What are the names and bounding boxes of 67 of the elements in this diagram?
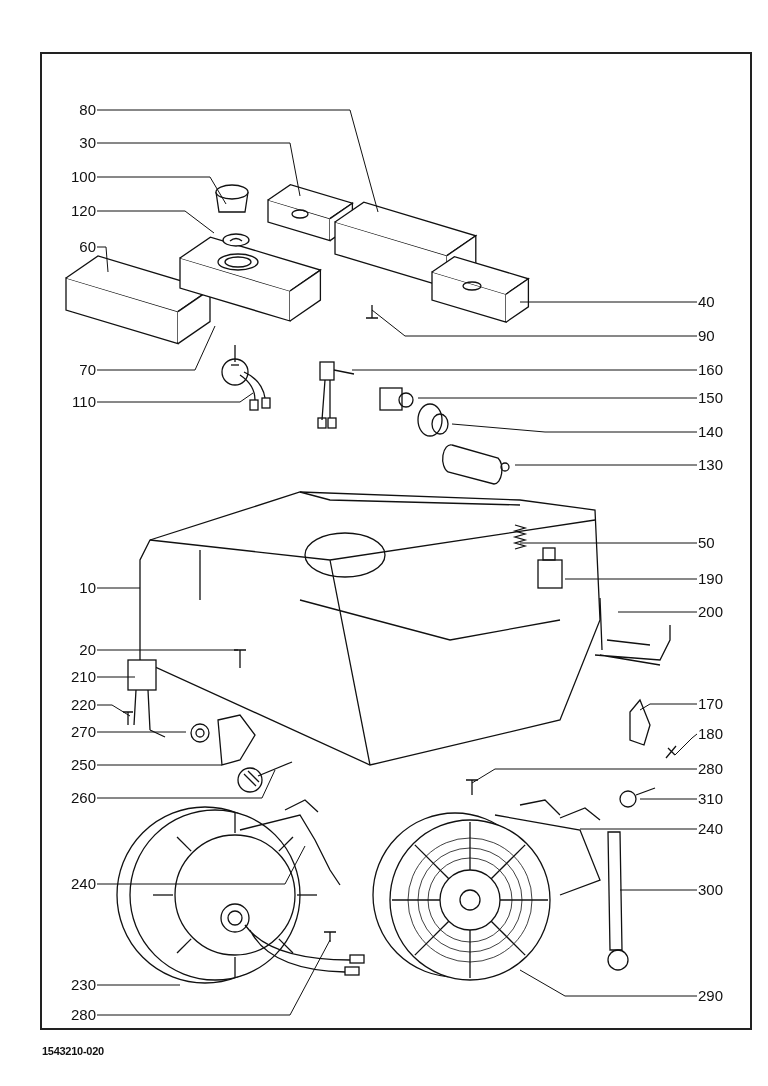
callout-number: 250 bbox=[70, 756, 96, 774]
leader-line bbox=[579, 828, 698, 830]
leader-line bbox=[674, 733, 698, 756]
callout-number: 60 bbox=[79, 238, 96, 256]
leader-line bbox=[96, 325, 216, 371]
callout-number: 110 bbox=[72, 393, 96, 411]
leader-line bbox=[96, 704, 131, 717]
callout-number: 270 bbox=[70, 723, 96, 741]
leader-line bbox=[371, 309, 698, 337]
leader-line bbox=[519, 969, 698, 997]
leader-line bbox=[451, 423, 698, 433]
callout-number: 150 bbox=[698, 389, 724, 407]
leader-line bbox=[519, 542, 698, 544]
drawing-number: 1543210-020 bbox=[42, 1044, 104, 1059]
leader-line bbox=[639, 798, 698, 800]
callout-number: 140 bbox=[698, 423, 724, 441]
callout-number: 180 bbox=[698, 725, 724, 743]
leader-line bbox=[96, 587, 141, 589]
callout-number: 30 bbox=[79, 134, 96, 152]
leader-line bbox=[96, 392, 254, 403]
leader-line bbox=[639, 703, 698, 711]
leader-line bbox=[519, 301, 698, 303]
callout-number: 280 bbox=[70, 1006, 96, 1024]
callout-number: 200 bbox=[698, 603, 724, 621]
callout-number: 70 bbox=[79, 361, 96, 379]
callout-number: 130 bbox=[698, 456, 724, 474]
leader-line bbox=[96, 845, 306, 885]
leader-line bbox=[564, 578, 698, 580]
callout-number: 40 bbox=[698, 293, 715, 311]
leader-line bbox=[619, 889, 698, 891]
leader-line bbox=[96, 210, 215, 234]
leader-line bbox=[471, 768, 698, 784]
leader-line bbox=[96, 984, 181, 986]
callout-number: 230 bbox=[70, 976, 96, 994]
callout-number: 20 bbox=[79, 641, 96, 659]
leader-line bbox=[96, 109, 379, 213]
leader-line bbox=[96, 142, 301, 197]
callout-number: 120 bbox=[70, 202, 96, 220]
callout-number: 80 bbox=[79, 101, 96, 119]
callout-number: 310 bbox=[698, 790, 724, 808]
callout-number: 290 bbox=[698, 987, 724, 1005]
callout-number: 260 bbox=[70, 789, 96, 807]
leader-line bbox=[96, 649, 239, 651]
leader-line bbox=[96, 764, 223, 766]
leader-line bbox=[96, 246, 109, 273]
callout-number: 50 bbox=[698, 534, 715, 552]
leader-line bbox=[417, 397, 698, 399]
leader-line bbox=[351, 369, 698, 371]
leader-line bbox=[96, 939, 331, 1016]
callout-number: 300 bbox=[698, 881, 724, 899]
callout-number: 170 bbox=[698, 695, 724, 713]
leader-line bbox=[617, 611, 698, 613]
callout-number: 190 bbox=[698, 570, 724, 588]
callout-number: 220 bbox=[70, 696, 96, 714]
callout-number: 100 bbox=[70, 168, 96, 186]
leader-line bbox=[96, 731, 187, 733]
leader-line bbox=[96, 769, 276, 799]
leader-line bbox=[96, 676, 136, 678]
callout-number: 90 bbox=[698, 327, 715, 345]
callout-number: 240 bbox=[70, 875, 96, 893]
callout-number: 280 bbox=[698, 760, 724, 778]
callout-number: 10 bbox=[79, 579, 96, 597]
callout-number: 240 bbox=[698, 820, 724, 838]
leader-line bbox=[96, 176, 227, 205]
callout-number: 210 bbox=[70, 668, 96, 686]
callout-number: 160 bbox=[698, 361, 724, 379]
leader-line bbox=[514, 464, 698, 466]
